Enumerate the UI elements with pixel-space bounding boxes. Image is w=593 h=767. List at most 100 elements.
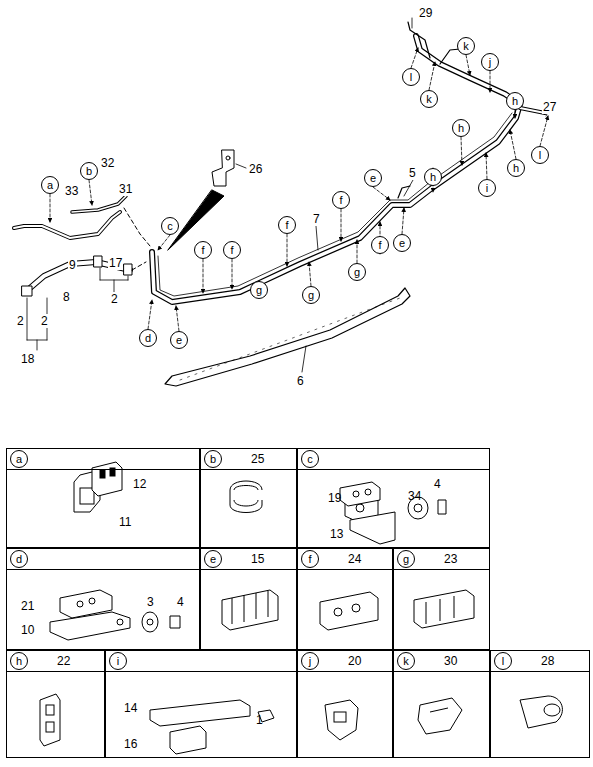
callout-number: 4 bbox=[177, 595, 184, 609]
cell-header-line bbox=[7, 469, 199, 470]
cell-header-line bbox=[491, 671, 589, 672]
reference-letter-circle: d bbox=[139, 329, 157, 347]
callout-number: 32 bbox=[100, 156, 115, 170]
reference-letter: d bbox=[145, 332, 151, 344]
reference-letter: i bbox=[486, 182, 488, 194]
reference-letter: i bbox=[117, 655, 119, 667]
reference-letter-circle: c bbox=[161, 217, 179, 235]
reference-letter-circle: e bbox=[204, 550, 222, 568]
reference-letter-circle: f bbox=[278, 216, 296, 234]
reference-letter: l bbox=[539, 149, 541, 161]
reference-letter-circle: e bbox=[393, 234, 411, 252]
callout-number: 16 bbox=[124, 737, 137, 751]
reference-letter: f bbox=[378, 239, 381, 251]
cell-header-line bbox=[394, 569, 489, 570]
reference-letter-circle: k bbox=[420, 90, 438, 108]
table-cell: 28 l bbox=[490, 650, 590, 758]
callout-number: 11 bbox=[119, 515, 131, 529]
reference-letter: h bbox=[458, 122, 464, 134]
callout-number: 15 bbox=[251, 552, 264, 566]
callout-number: 2 bbox=[16, 314, 25, 328]
reference-letter: b bbox=[86, 165, 92, 177]
callout-number: 33 bbox=[64, 184, 79, 198]
callout-number: 26 bbox=[248, 162, 263, 176]
reference-letter: a bbox=[16, 453, 22, 465]
cell-header-line bbox=[298, 469, 489, 470]
table-cell: 22h bbox=[6, 650, 105, 758]
reference-letter-circle: l bbox=[494, 652, 512, 670]
callout-number: 6 bbox=[296, 374, 305, 388]
callout-number: 3 bbox=[147, 595, 154, 609]
callout-number: 9 bbox=[68, 258, 77, 272]
table-cell: 24 f bbox=[297, 548, 393, 650]
reference-letter: l bbox=[410, 71, 412, 83]
reference-letter-circle: d bbox=[10, 550, 28, 568]
callout-number: 4 bbox=[434, 477, 441, 491]
callout-number: 20 bbox=[348, 654, 361, 668]
callout-number: 30 bbox=[444, 654, 457, 668]
reference-letter-circle: f bbox=[332, 191, 350, 209]
reference-letter-circle: i bbox=[478, 179, 496, 197]
callout-number: 28 bbox=[541, 654, 554, 668]
reference-letter: k bbox=[426, 93, 432, 105]
reference-letter-circle: g bbox=[348, 263, 366, 281]
cell-header-line bbox=[201, 469, 296, 470]
reference-letter-circle: b bbox=[204, 450, 222, 468]
callout-number: 31 bbox=[118, 182, 133, 196]
reference-letter-circle: a bbox=[10, 450, 28, 468]
cell-header-line bbox=[7, 671, 104, 672]
reference-letter: a bbox=[47, 179, 53, 191]
reference-letter: f bbox=[285, 219, 288, 231]
callout-number: 27 bbox=[542, 100, 557, 114]
reference-letter: k bbox=[403, 655, 409, 667]
reference-letter-circle: j bbox=[481, 53, 499, 71]
reference-letter: j bbox=[309, 655, 311, 667]
callout-number: 2 bbox=[110, 292, 119, 306]
callout-number: 13 bbox=[330, 527, 343, 541]
reference-letter: j bbox=[489, 56, 491, 68]
reference-letter: h bbox=[513, 162, 519, 174]
table-cell: 25b bbox=[200, 448, 297, 548]
cell-header-line bbox=[106, 671, 296, 672]
reference-letter: f bbox=[230, 244, 233, 256]
reference-letter: d bbox=[16, 553, 22, 565]
table-cell: 1934413c bbox=[297, 448, 490, 548]
callout-number: 5 bbox=[408, 166, 417, 180]
reference-letter: k bbox=[463, 40, 469, 52]
reference-letter-circle: h bbox=[507, 159, 525, 177]
reference-letter-circle: e bbox=[364, 169, 382, 187]
reference-letter: e bbox=[210, 553, 216, 565]
reference-letter: h bbox=[430, 171, 436, 183]
cell-header-line bbox=[201, 569, 296, 570]
callout-number: 12 bbox=[133, 477, 146, 491]
table-cell: 15 e bbox=[200, 548, 297, 650]
callout-number: 2 bbox=[40, 314, 49, 328]
reference-letter-circle: l bbox=[531, 146, 549, 164]
callout-number: 18 bbox=[20, 352, 35, 366]
reference-letter: h bbox=[512, 95, 518, 107]
mounting-bracket bbox=[165, 288, 410, 386]
reference-letter-circle: g bbox=[302, 286, 320, 304]
reference-letter: b bbox=[210, 453, 216, 465]
reference-letter-circle: k bbox=[397, 652, 415, 670]
reference-letter: e bbox=[176, 334, 182, 346]
pipe-clamp-bracket bbox=[212, 150, 234, 186]
callout-number: 19 bbox=[328, 491, 341, 505]
reference-letter: h bbox=[16, 655, 22, 667]
table-cell: 20 j bbox=[297, 650, 393, 758]
reference-letter-circle: e bbox=[170, 331, 188, 349]
reference-letter-circle: h bbox=[452, 119, 470, 137]
reference-letter-circle: h bbox=[506, 92, 524, 110]
reference-letter: l bbox=[502, 655, 504, 667]
reference-letter: g bbox=[403, 553, 409, 565]
reference-letter: e bbox=[399, 237, 405, 249]
callout-number: 21 bbox=[21, 599, 34, 613]
reference-letter: f bbox=[308, 553, 311, 565]
callout-number: 8 bbox=[62, 290, 71, 304]
reference-letter: g bbox=[308, 289, 314, 301]
callout-number: 14 bbox=[124, 701, 137, 715]
table-cell: 213410d bbox=[6, 548, 200, 650]
cell-header-line bbox=[394, 671, 489, 672]
callout-number: 24 bbox=[348, 552, 361, 566]
cell-header-line bbox=[298, 569, 392, 570]
